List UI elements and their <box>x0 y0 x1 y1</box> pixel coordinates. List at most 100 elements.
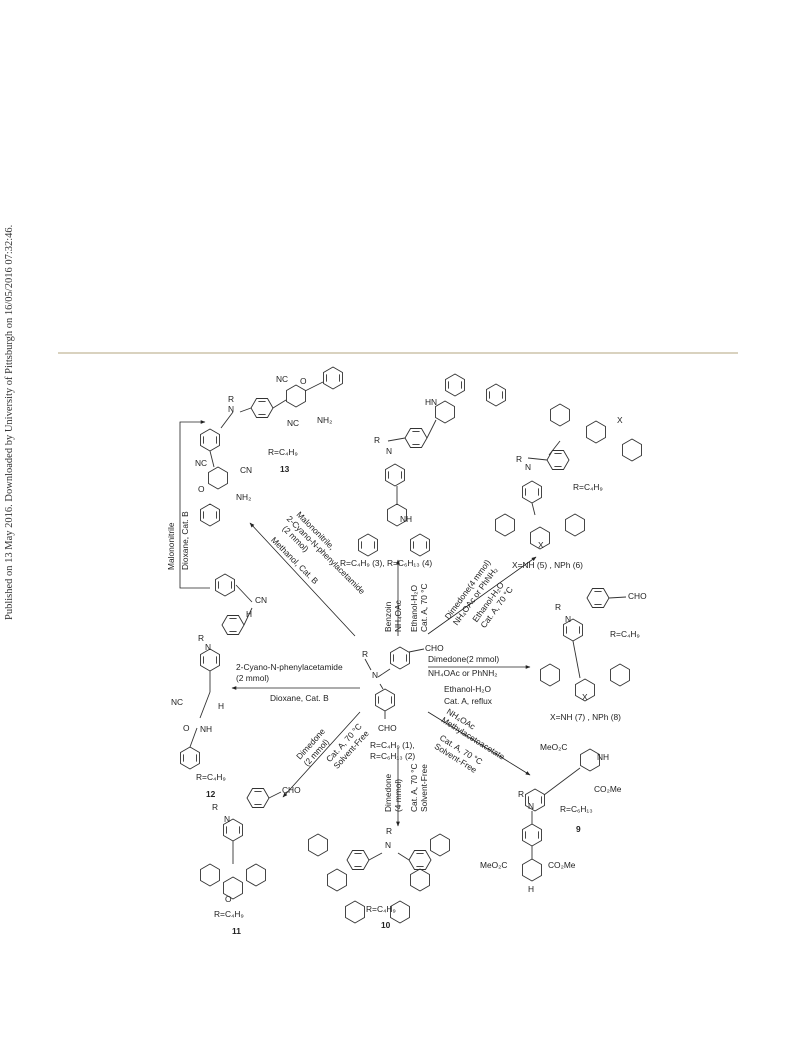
compound-number: 13 <box>280 464 290 474</box>
conditions-bracket: Malononitrile Dioxane, Cat. B <box>166 511 190 570</box>
header-divider <box>58 352 738 354</box>
cho-label-bottom: CHO <box>378 723 397 733</box>
r-definition: R=C₄H₉ <box>196 772 226 782</box>
n-label: N <box>385 840 391 850</box>
x-definition: X=NH (5) , NPh (6) <box>512 560 583 570</box>
arrow-to-56 <box>427 556 537 635</box>
r-label: R <box>374 435 380 445</box>
arrow-to-11 <box>282 711 361 798</box>
n-label: N <box>224 814 230 824</box>
meo2c-label: MeO₂C <box>480 860 507 870</box>
n-label: N <box>528 801 534 811</box>
n-label: N <box>228 404 234 414</box>
h-label: H <box>218 701 224 711</box>
o-label: O <box>225 894 232 904</box>
cond-malononitrile: Malononitrile <box>166 522 176 570</box>
hn-label: HN <box>425 397 437 407</box>
meo2c-label: MeO₂C <box>540 742 567 752</box>
o-label: O <box>183 723 190 733</box>
product-5-6: R N X X R=C₄H₉ X=NH (5) , NPh (6) <box>495 403 642 570</box>
product-13: N R NC O NH₂ NC NC CN O NH₂ R=C₄H₉ 13 <box>195 366 343 527</box>
nc-label: NC <box>276 374 288 384</box>
nc-label: NC <box>195 458 207 468</box>
r-definition: R=C₄H₉ <box>366 904 396 914</box>
conditions-to-56: Dimedone(4 mmol) NH₄OAc or PhNH₂ Ethanol… <box>443 558 515 630</box>
cond-dimedone: Dimedone <box>383 773 393 812</box>
h-label: H <box>246 609 252 619</box>
compound-number: 9 <box>576 824 581 834</box>
compound-number: 11 <box>232 926 241 936</box>
cond-dimedone-2mmol: Dimedone(2 mmol) <box>428 654 499 664</box>
reaction-arrows <box>179 420 537 827</box>
cond-cat-a-70: Cat. A, 70 °C <box>409 763 419 812</box>
cond-cyano-phenylacetamide: 2-Cyano-N-phenylacetamide <box>236 662 343 672</box>
conditions-to-12: 2-Cyano-N-phenylacetamide (2 mmol) Dioxa… <box>236 662 343 703</box>
cond-cat-a-reflux: Cat. A, reflux <box>444 696 493 706</box>
r-definition: R=C₄H₉ <box>610 629 640 639</box>
cond-solvent-free: Solvent-Free <box>419 764 429 812</box>
cond-nh4oac-phnh2: NH₄OAc or PhNH₂ <box>428 668 498 678</box>
n-label: N <box>386 446 392 456</box>
compound-number: 10 <box>381 920 391 930</box>
x-definition: X=NH (7) , NPh (8) <box>550 712 621 722</box>
cn-label: CN <box>240 465 252 475</box>
bracket-arrow-12-to-13 <box>179 420 210 589</box>
nh-label: NH <box>400 514 412 524</box>
arrow-to-13 <box>249 522 356 637</box>
r-definition: R=C₄H₉ <box>268 447 298 457</box>
r-definition-1: R=C₄H₉ (1), <box>370 740 415 750</box>
r-label: R <box>555 602 561 612</box>
co2me-label: CO₂Me <box>548 860 576 870</box>
nh2-label: NH₂ <box>317 415 332 425</box>
conditions-to-4: Benzoin NH₄OAc Ethanol-H₂O Cat. A, 70 °C <box>383 583 429 632</box>
conditions-to-10: Dimedone (4 mmol) Cat. A, 70 °C Solvent-… <box>383 763 429 812</box>
r-label: R <box>518 789 524 799</box>
cond-dioxane-cat-b: Dioxane, Cat. B <box>270 693 329 703</box>
nh2-label: NH₂ <box>236 492 251 502</box>
x-label: X <box>538 540 544 550</box>
central-ring-top <box>390 646 410 670</box>
nh-label: NH <box>597 752 609 762</box>
r-label: R <box>198 633 204 643</box>
x-label: X <box>582 692 588 702</box>
n-label: N <box>565 614 571 624</box>
product-7-8: CHO R N X R=C₄H₉ X=NH (7) , NPh (8) <box>540 588 647 722</box>
cn-label: CN <box>255 595 267 605</box>
cho-label: CHO <box>282 785 301 795</box>
n-label: N <box>525 462 531 472</box>
conditions-to-9: NH₄OAc Methylacetoacetate Cat. A, 70 °C … <box>433 706 507 775</box>
r-definition: R=C₄H₉ <box>573 482 603 492</box>
n-label: N <box>205 642 211 652</box>
conditions-to-78: Dimedone(2 mmol) NH₄OAc or PhNH₂ Ethanol… <box>428 654 499 706</box>
cond-ethanol-water: Ethanol-H₂O <box>409 585 419 632</box>
co2me-label: CO₂Me <box>594 784 622 794</box>
n-label: N <box>372 670 378 680</box>
r-label: R <box>228 394 234 404</box>
cond-4mmol: (4 mmol) <box>393 779 403 812</box>
compound-number: 12 <box>206 789 216 799</box>
cho-label: CHO <box>628 591 647 601</box>
cho-label-top: CHO <box>425 643 444 653</box>
h-label: H <box>528 884 534 894</box>
product-12: CN H R N NC H O NH R=C₄H₉ 12 <box>171 573 267 799</box>
cond-nh4oac: NH₄OAc <box>393 600 403 632</box>
r-label: R <box>212 802 218 812</box>
nc-label: NC <box>287 418 299 428</box>
product-11: CHO R N O R=C₄H₉ 11 <box>200 785 301 936</box>
o-label: O <box>198 484 205 494</box>
product-3-4: R N HN NH R=C₄H₉ (3), R=C₆H₁₃ (4) <box>340 373 506 568</box>
product-9: R N MeO₂C NH CO₂Me R=C₆H₁₃ 9 MeO₂C CO₂Me… <box>480 742 622 894</box>
cond-dioxane-cat-b: Dioxane, Cat. B <box>180 511 190 570</box>
product-10: R N R=C₄H₉ 10 <box>308 826 450 930</box>
r-definition: R=C₄H₉ <box>214 909 244 919</box>
cond-cat-a-70: Cat. A, 70 °C <box>419 583 429 632</box>
r-label: R <box>516 454 522 464</box>
arrow-to-9 <box>427 711 531 776</box>
cond-2mmol: (2 mmol) <box>236 673 269 683</box>
nh-label: NH <box>200 724 212 734</box>
central-ring-bottom <box>375 688 395 712</box>
r-label: R <box>386 826 392 836</box>
x-label: X <box>617 415 623 425</box>
